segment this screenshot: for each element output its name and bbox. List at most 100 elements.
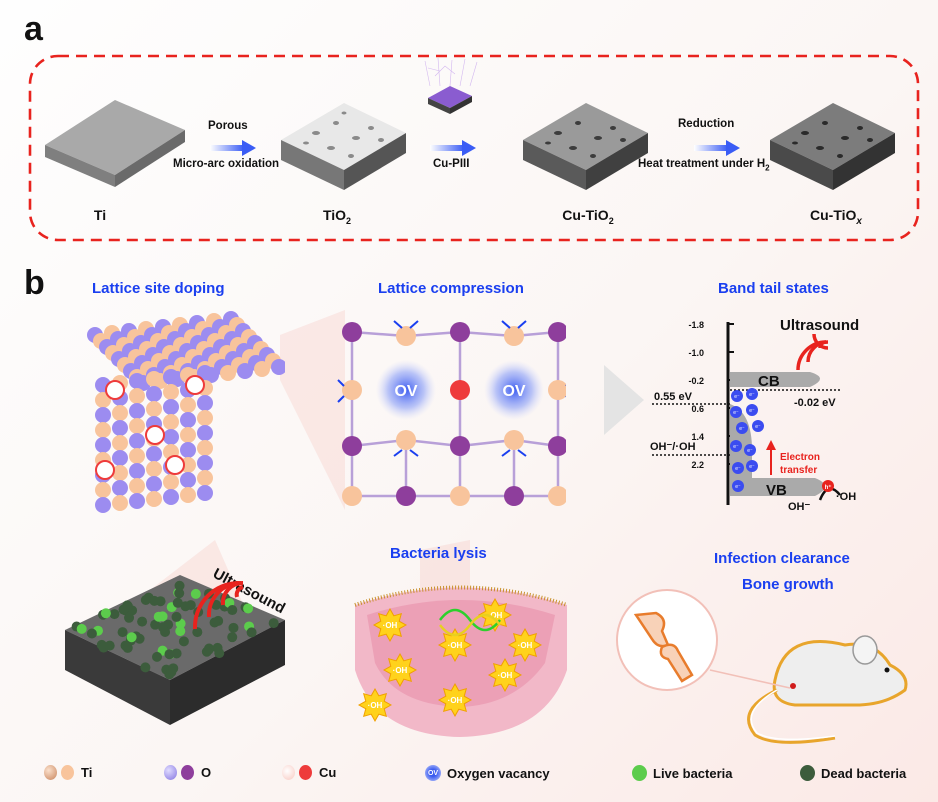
compression-arrow-icon xyxy=(393,449,403,457)
electron-label: e⁻ xyxy=(735,466,741,472)
electron-label: e⁻ xyxy=(749,464,755,470)
dead-bacterium xyxy=(180,601,191,612)
dead-bacterium xyxy=(214,648,225,659)
atom xyxy=(163,399,179,415)
cu-dopant xyxy=(185,375,205,395)
tio2-porous-block xyxy=(281,103,406,190)
lattice-atom xyxy=(548,322,566,342)
atom xyxy=(95,482,111,498)
title-lattice-compression: Lattice compression xyxy=(378,280,524,297)
band-diagram: -1.8 -1.0 -0.2 0.6 1.4 2.2 CB VB 0.55 eV… xyxy=(650,317,859,510)
oxygen-vacancy xyxy=(376,360,436,420)
live-bacterium xyxy=(76,623,87,634)
live-bacterium xyxy=(153,611,164,622)
electron-group: e⁻e⁻e⁻e⁻e⁻e⁻e⁻e⁻e⁻e⁻e⁻ xyxy=(730,388,764,492)
lattice-atom xyxy=(504,326,524,346)
title-infection-clearance: Infection clearance xyxy=(714,550,850,567)
atom xyxy=(129,418,145,434)
atom xyxy=(146,386,162,402)
lattice-atom xyxy=(396,326,416,346)
hole-label: h⁺ xyxy=(825,484,832,491)
band-ticks: -1.8 -1.0 -0.2 0.6 1.4 2.2 xyxy=(688,320,734,470)
legend-item-o: O xyxy=(164,765,211,780)
live-bacterium xyxy=(175,626,186,637)
vb-label: VB xyxy=(766,482,787,499)
live-bacterium xyxy=(190,588,201,599)
hydroxyl-radical-icon xyxy=(382,652,418,688)
step-name: Cu-TiO xyxy=(562,207,609,223)
step-label-cu-tio2: Cu-TiO2 xyxy=(538,207,638,226)
dna-icon xyxy=(439,608,501,632)
compression-arrow-icon xyxy=(409,449,419,457)
electron-label: e⁻ xyxy=(733,410,739,416)
hydroxyl-radical-icon xyxy=(487,657,523,693)
dna-icon xyxy=(439,613,501,637)
atom xyxy=(237,363,253,379)
compression-arrow-icon xyxy=(517,449,527,457)
atom xyxy=(129,478,145,494)
atom xyxy=(254,361,270,377)
atom xyxy=(146,446,162,462)
oh-label: ·OH xyxy=(498,671,513,680)
atom xyxy=(180,487,196,503)
cu-dopant xyxy=(95,460,115,480)
dead-bacteria-icon xyxy=(800,765,815,781)
lattice-atom xyxy=(548,436,566,456)
atom xyxy=(180,442,196,458)
lattice-atom xyxy=(548,486,566,506)
cu-tiox-block xyxy=(770,103,895,190)
lattice-atom xyxy=(342,380,362,400)
legend-item-ti: Ti xyxy=(44,765,92,780)
atom xyxy=(197,455,213,471)
dead-bacterium xyxy=(201,646,212,657)
oh-label: ·OH xyxy=(448,641,463,650)
live-bacterium xyxy=(126,632,137,643)
tick-label: 0.6 xyxy=(691,404,704,414)
dead-bacterium xyxy=(140,594,151,605)
atom xyxy=(129,373,145,389)
ti-atom-icon xyxy=(44,765,57,780)
tick-label: 1.4 xyxy=(691,432,704,442)
hydroxyl-radical-icon xyxy=(507,627,543,663)
hydroxyl-radical-icon xyxy=(372,607,408,643)
dead-bacterium xyxy=(268,618,279,629)
oh-label: ·OH xyxy=(368,701,383,710)
dead-bacterium xyxy=(109,609,120,620)
legend-label: Ti xyxy=(81,765,93,780)
dead-bacterium xyxy=(150,619,161,630)
lattice-atom xyxy=(450,436,470,456)
magnifier-connector xyxy=(709,669,791,689)
tick-label: -0.2 xyxy=(688,376,704,386)
title-bone-growth: Bone growth xyxy=(742,576,834,593)
atom xyxy=(180,412,196,428)
o-atom-icon xyxy=(181,765,194,780)
dead-bacterium xyxy=(168,663,179,674)
atom xyxy=(146,476,162,492)
panel-a-border xyxy=(28,54,920,242)
atom xyxy=(180,397,196,413)
legend-label: O xyxy=(201,765,212,780)
panel-b-label: b xyxy=(24,264,45,302)
lattice-atom xyxy=(504,430,524,450)
electron-label: e⁻ xyxy=(755,424,761,430)
process-arrow-icon xyxy=(694,140,740,156)
electron-icon xyxy=(746,460,758,472)
process-arrow-icon xyxy=(430,140,476,156)
step-label-ti: Ti xyxy=(70,207,130,223)
arrow3-top-label: Reduction xyxy=(678,118,735,130)
live-bacterium xyxy=(243,603,254,614)
lattice-atom xyxy=(342,322,362,342)
bacterium-cross-section: ·OH·OH·OH·OH·OH·OH·OH·OH xyxy=(354,585,568,737)
dead-bacterium xyxy=(164,649,175,660)
step-name: Ti xyxy=(93,207,107,223)
lattice-atom xyxy=(342,436,362,456)
oh-minus-label: OH⁻ xyxy=(788,501,811,510)
lattice-atom xyxy=(396,486,416,506)
atom xyxy=(197,485,213,501)
oh-label: ·OH xyxy=(448,696,463,705)
cu-dopant xyxy=(145,425,165,445)
cb-offset-label: 0.55 eV xyxy=(654,391,693,403)
title-band-tail-states: Band tail states xyxy=(718,280,829,297)
tick-label: 2.2 xyxy=(691,460,704,470)
